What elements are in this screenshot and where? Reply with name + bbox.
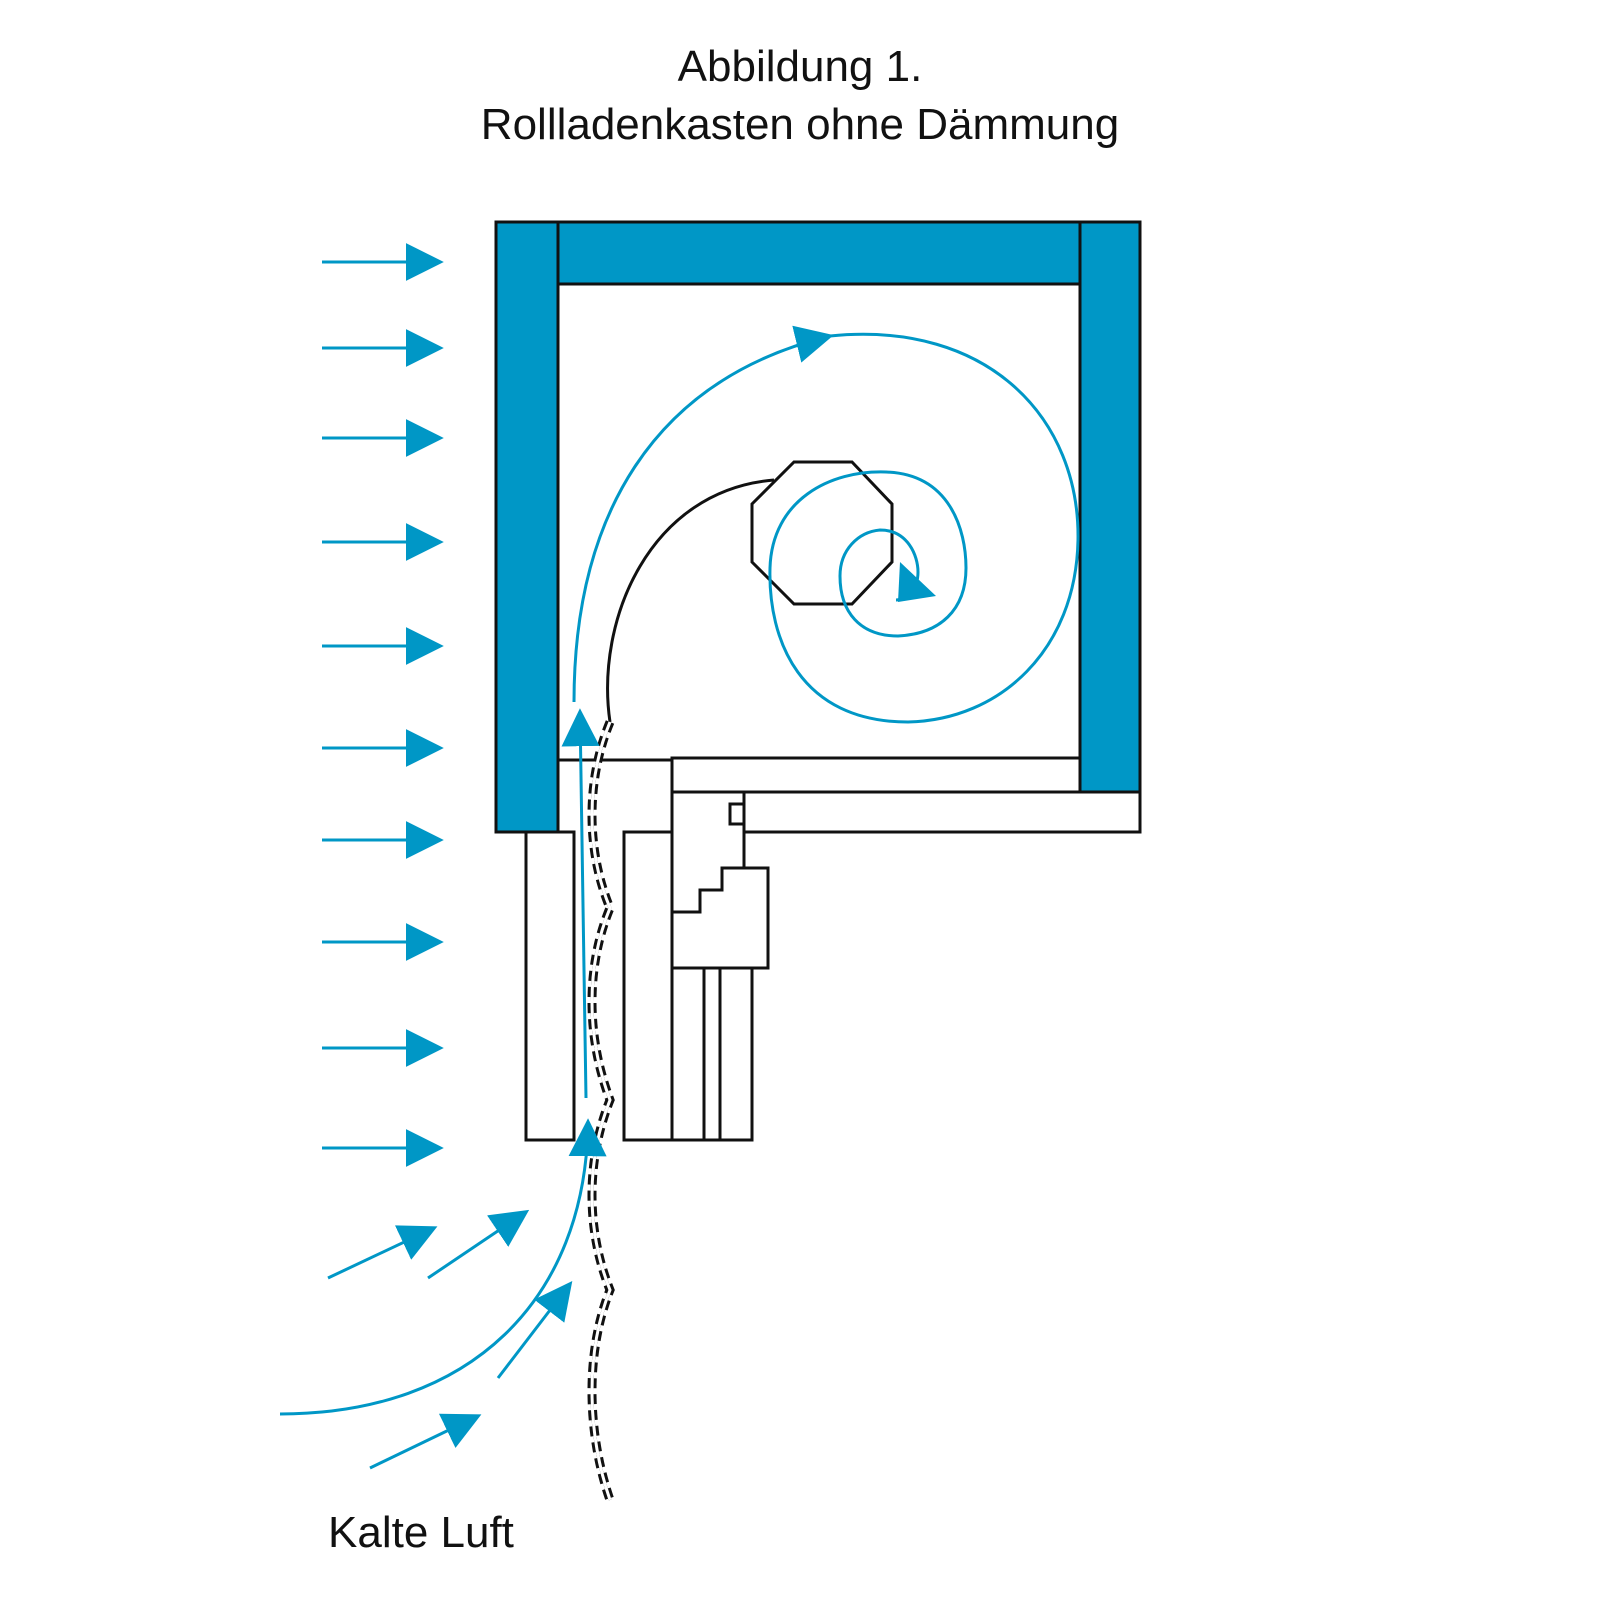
figure-title: Abbildung 1. Rollladenkasten ohne Dämmun… [0,38,1600,154]
octagonal-shaft [750,460,894,606]
sash-bar-left [670,966,706,1142]
figure-title-line1: Abbildung 1. [677,42,923,91]
inner-lintel [622,830,674,1142]
shutter-curtain [587,720,615,1502]
air-arrow-diagonal [427,1209,530,1280]
air-flow-upward [561,708,600,1099]
box-bottom-ledge [742,790,1142,834]
shutter-slats-core [590,721,612,1501]
cold-air-caption: Kalte Luft [328,1508,514,1557]
air-flow-rising-arc [572,325,834,703]
air-arrow-diagonal [496,1280,573,1379]
vortex-arrowhead [898,562,936,602]
frame-right-wall [1078,220,1142,794]
figure-title-line2: Rollladenkasten ohne Dämmung [480,100,1120,149]
shutter-roll [606,460,894,723]
frame-notch [728,802,746,826]
window-frame [524,756,1142,1142]
diagonal-air-arrows [327,1209,573,1470]
box-bottom-board [670,756,1082,794]
air-vortex-spiral [768,332,1080,724]
horizontal-air-arrows [322,243,444,1167]
shutter-strap [606,478,775,723]
sash-bar-right [718,966,754,1142]
frame-top-wall [494,220,1142,286]
air-flow-curve [279,1118,607,1416]
box-frame [494,220,1142,834]
outer-lintel [524,830,576,1142]
air-arrow-diagonal [369,1413,482,1470]
air-arrow-diagonal [327,1225,438,1280]
frame-left-wall [494,220,560,834]
